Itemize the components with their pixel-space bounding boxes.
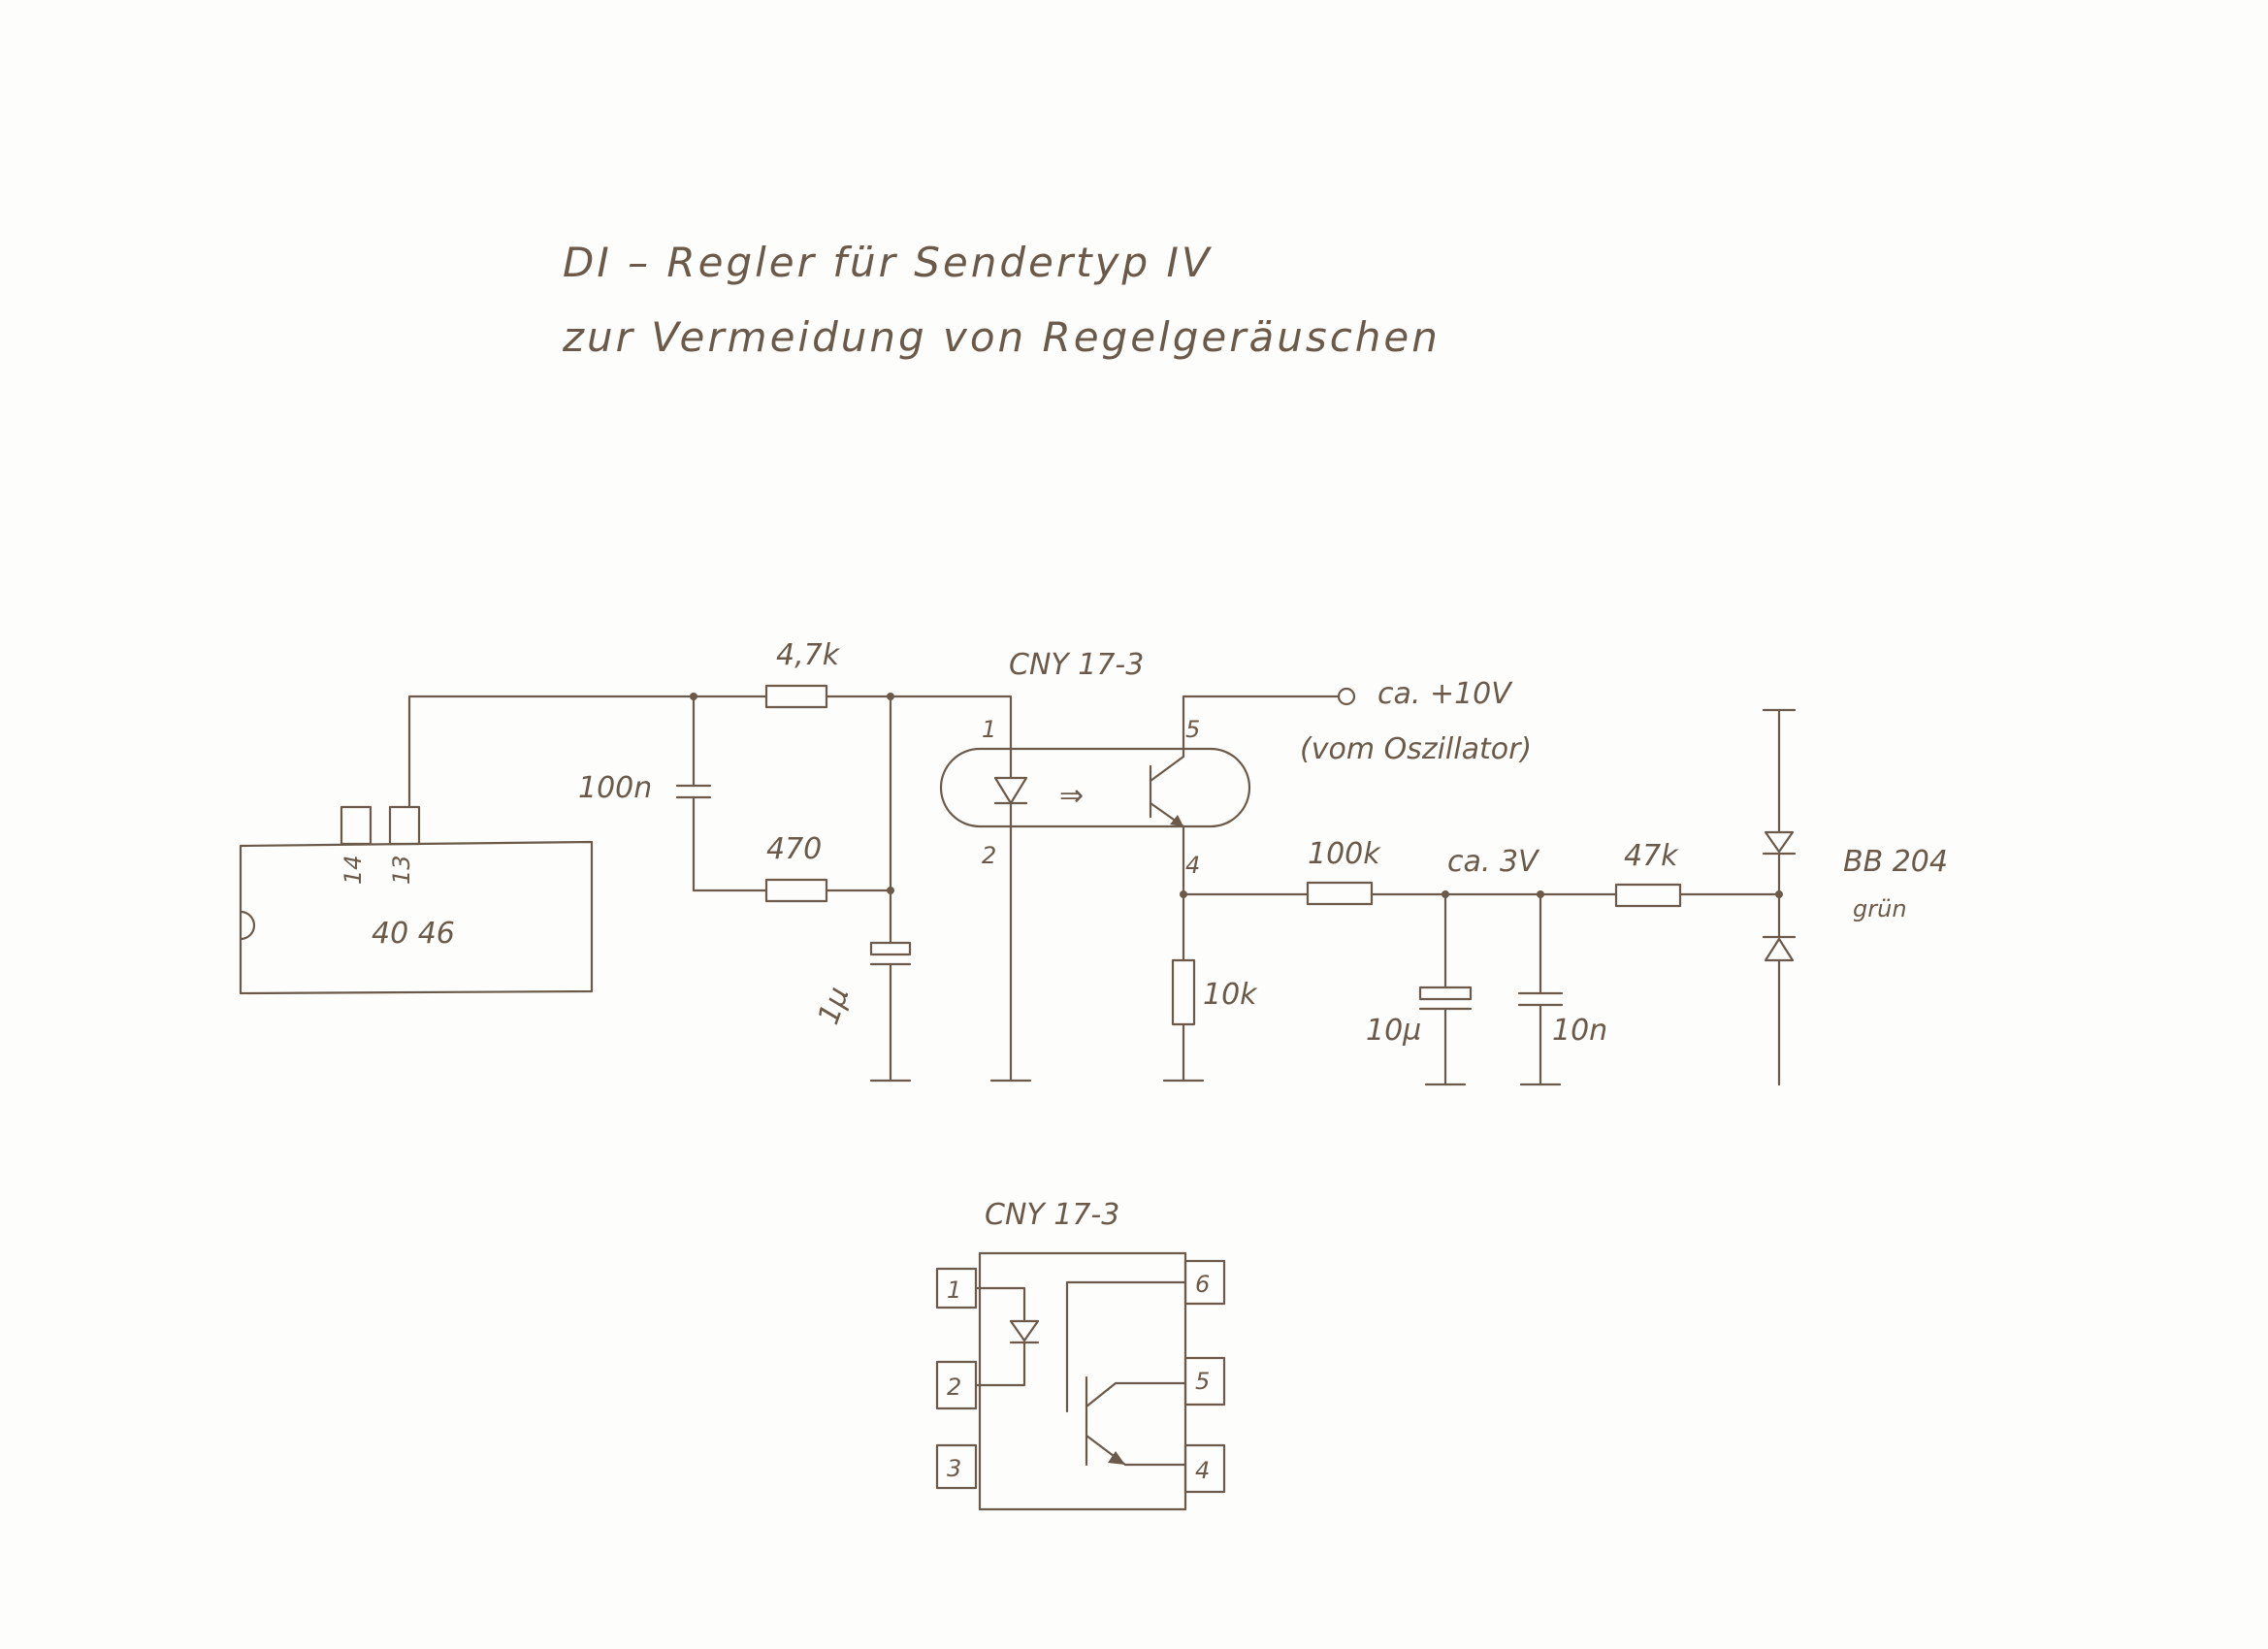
- node-voltage-label: ca. 3V: [1447, 845, 1540, 879]
- opto-pin-5-label: 5: [1185, 716, 1200, 743]
- cap-10u-label: 10µ: [1366, 1014, 1421, 1048]
- ic-pin-13-label: 13: [388, 855, 415, 885]
- ic-pin-14-label: 14: [340, 855, 367, 885]
- title-line-2: zur Vermeidung von Regelgeräuschen: [562, 313, 1441, 361]
- opto-pin-1-label: 1: [982, 716, 996, 743]
- res-47k-label: 47k: [1624, 839, 1679, 873]
- res-4k7-label: 4,7k: [776, 638, 841, 672]
- resistor-470: 470: [764, 832, 892, 903]
- resistor-47k: 47k: [1614, 839, 1781, 908]
- capacitor-100n: 100n: [578, 695, 768, 892]
- pinout-pin-6: 6: [1195, 1271, 1210, 1298]
- opto-pin-2-label: 2: [982, 842, 996, 869]
- capacitor-10n: 10n: [1517, 890, 1607, 1086]
- capacitor-1u: 1µ: [812, 941, 912, 1083]
- pinout-pin-1: 1: [947, 1277, 961, 1304]
- pinout-pin-3: 3: [947, 1455, 961, 1482]
- optocoupler-cny17: CNY 17-3 1 2 5 4 ⇒: [939, 648, 1251, 1083]
- pinout-pin-5: 5: [1195, 1368, 1210, 1395]
- res-10k-label: 10k: [1203, 978, 1258, 1012]
- pinout-pin-4: 4: [1195, 1457, 1210, 1484]
- ic-4046: 14 13 40 46: [239, 805, 594, 995]
- pinout-pin-2: 2: [947, 1374, 961, 1401]
- title-line-1: DI – Regler für Sendertyp IV: [563, 239, 1213, 286]
- res-470-label: 470: [766, 832, 822, 866]
- light-arrow: ⇒: [1059, 779, 1084, 813]
- supply-note-label: (vom Oszillator): [1300, 732, 1532, 766]
- opto-name-label: CNY 17-3: [1009, 648, 1144, 682]
- main-schematic: 14 13 40 46 100n 4,7k 470: [239, 638, 1948, 1086]
- pinout-diagram: CNY 17-3 1 2 3 6 5 4: [935, 1198, 1226, 1511]
- cap-1u-label: 1µ: [812, 983, 857, 1029]
- cap-10n-label: 10n: [1552, 1014, 1607, 1048]
- supply-label: ca. +10V: [1377, 677, 1513, 711]
- resistor-100k: 100k: [1306, 837, 1618, 906]
- diode-note-label: grün: [1853, 895, 1907, 922]
- ic-name-label: 40 46: [372, 917, 455, 951]
- res-100k-label: 100k: [1308, 837, 1381, 871]
- diode-name-label: BB 204: [1843, 845, 1948, 879]
- resistor-4k7: 4,7k: [692, 638, 892, 709]
- pinout-title: CNY 17-3: [985, 1198, 1119, 1232]
- cap-100n-label: 100n: [578, 771, 652, 805]
- varicap-bb204: BB 204 grün: [1762, 708, 1948, 1086]
- capacitor-10u: 10µ: [1366, 890, 1473, 1086]
- resistor-10k: 10k: [1162, 892, 1258, 1083]
- opto-pin-4-label: 4: [1185, 852, 1200, 879]
